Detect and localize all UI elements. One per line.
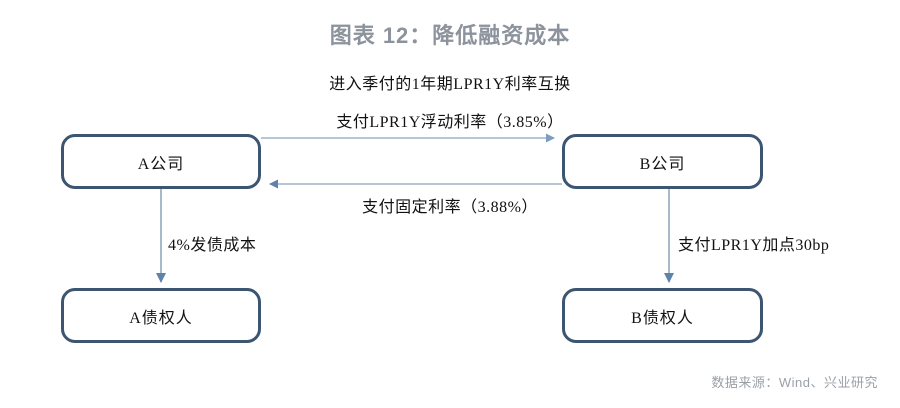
- label-issue-cost: 4%发债成本: [168, 237, 257, 254]
- node-company-b: B公司: [562, 134, 763, 189]
- node-creditor-a: A债权人: [61, 288, 261, 343]
- label-fixed-leg: 支付固定利率（3.88%）: [362, 199, 538, 216]
- node-creditor-a-label: A债权人: [129, 309, 193, 327]
- page-title: 图表 12：降低融资成本: [329, 23, 571, 48]
- node-company-a: A公司: [61, 134, 261, 189]
- node-company-a-label: A公司: [137, 155, 185, 173]
- node-creditor-b-label: B债权人: [631, 309, 694, 327]
- label-lpr-spread: 支付LPR1Y加点30bp: [678, 237, 830, 254]
- source-note: 数据来源：Wind、兴业研究: [711, 375, 878, 390]
- label-swap-header: 进入季付的1年期LPR1Y利率互换: [329, 76, 571, 93]
- label-float-leg: 支付LPR1Y浮动利率（3.85%）: [336, 114, 564, 131]
- node-company-b-label: B公司: [639, 155, 686, 173]
- node-creditor-b: B债权人: [562, 288, 763, 343]
